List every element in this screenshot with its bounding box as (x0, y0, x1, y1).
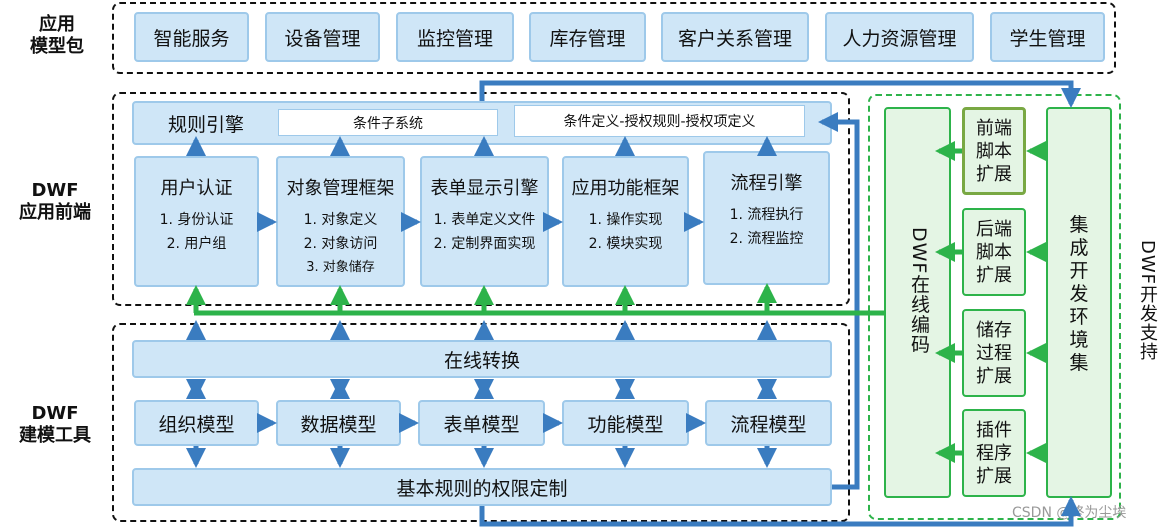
module-item: 2. 流程监控 (729, 231, 804, 247)
dev-support-frame (868, 94, 1121, 520)
module-title: 表单显示引擎 (430, 178, 539, 199)
app-packages-label: 应用 模型包 (30, 14, 84, 57)
module-item: 2. 模块实现 (588, 236, 663, 252)
integrated-dev-env-box[interactable]: 集 成 开 发 环 境 集 (1046, 107, 1112, 498)
extension-text: 扩展 (976, 365, 1012, 387)
module-form-display-engine[interactable]: 表单显示引擎 1. 表单定义文件 2. 定制界面实现 (420, 156, 549, 287)
model-organization[interactable]: 组织模型 (134, 400, 259, 446)
dev-env-to-extensions-arrows (1026, 141, 1046, 463)
module-item: 1. 表单定义文件 (433, 212, 536, 228)
online-conversion-bar[interactable]: 在线转换 (132, 340, 832, 378)
extension-text: 后端 (976, 218, 1012, 240)
extension-text: 扩展 (976, 163, 1012, 185)
package-device-management[interactable]: 设备管理 (265, 12, 380, 62)
model-workflow[interactable]: 流程模型 (705, 400, 832, 446)
extension-text: 过程 (976, 342, 1012, 364)
extension-text: 脚本 (976, 241, 1012, 263)
extension-text: 前端 (976, 117, 1012, 139)
module-item: 2. 用户组 (166, 236, 227, 252)
condition-subsystem-box[interactable]: 条件子系统 (278, 109, 498, 136)
model-form[interactable]: 表单模型 (418, 400, 545, 446)
module-item: 1. 身份认证 (159, 212, 234, 228)
module-title: 应用功能框架 (571, 178, 680, 199)
condition-definition-box[interactable]: 条件定义-授权规则-授权项定义 (514, 105, 805, 137)
package-smart-service[interactable]: 智能服务 (134, 12, 249, 62)
integrated-dev-env-label: 集 成 开 发 环 境 集 (1069, 214, 1089, 374)
module-object-management[interactable]: 对象管理框架 1. 对象定义 2. 对象访问 3. 对象储存 (276, 156, 405, 287)
module-item: 2. 对象访问 (303, 236, 378, 252)
extension-text: 脚本 (976, 140, 1012, 162)
package-inventory-management[interactable]: 库存管理 (529, 12, 646, 62)
module-title: 对象管理框架 (286, 178, 395, 199)
module-to-rule-engine-arrows (186, 136, 777, 156)
online-coding-box[interactable]: DWF在线编码 (884, 107, 951, 498)
extensions-to-online-coding-arrows (935, 141, 962, 463)
extension-text: 程序 (976, 442, 1012, 464)
extension-backend-script[interactable]: 后端 脚本 扩展 (962, 208, 1026, 296)
dev-support-label: DWF开发支持 (1137, 240, 1158, 362)
modeling-label: DWF 建模工具 (19, 403, 91, 446)
extension-text: 储存 (976, 319, 1012, 341)
model-data[interactable]: 数据模型 (276, 400, 401, 446)
rule-engine-label: 规则引擎 (168, 113, 245, 136)
package-crm[interactable]: 客户关系管理 (661, 12, 809, 62)
module-item: 3. 对象储存 (306, 260, 375, 275)
package-monitoring-management[interactable]: 监控管理 (396, 12, 514, 62)
conversion-to-modules-arrows (186, 320, 777, 340)
base-rules-to-dev-env-arrow (479, 496, 1081, 527)
base-rules-to-condition-arrow (818, 112, 860, 490)
rule-engine-to-dev-env-arrow (479, 80, 1081, 108)
module-item: 1. 操作实现 (588, 212, 663, 228)
package-hr-management[interactable]: 人力资源管理 (825, 12, 974, 62)
frontend-label: DWF 应用前端 (19, 180, 91, 223)
model-to-base-rules-arrows (186, 446, 777, 468)
module-user-auth[interactable]: 用户认证 1. 身份认证 2. 用户组 (134, 156, 259, 287)
model-function[interactable]: 功能模型 (562, 400, 689, 446)
module-title: 用户认证 (160, 178, 233, 199)
extension-text: 插件 (976, 419, 1012, 441)
module-item: 2. 定制界面实现 (433, 236, 536, 252)
extension-frontend-script[interactable]: 前端 脚本 扩展 (962, 107, 1026, 195)
module-app-function-framework[interactable]: 应用功能框架 1. 操作实现 2. 模块实现 (562, 156, 689, 287)
app-packages-frame (112, 2, 1116, 74)
green-bus-to-modules (186, 283, 884, 316)
extension-text: 扩展 (976, 465, 1012, 487)
module-title: 流程引擎 (730, 173, 803, 194)
extension-plugin-program[interactable]: 插件 程序 扩展 (962, 409, 1026, 497)
extension-text: 扩展 (976, 264, 1012, 286)
online-coding-label: DWF在线编码 (908, 227, 930, 355)
package-student-management[interactable]: 学生管理 (990, 12, 1105, 62)
module-item: 1. 流程执行 (729, 207, 804, 223)
module-workflow-engine[interactable]: 流程引擎 1. 流程执行 2. 流程监控 (703, 151, 830, 285)
extension-stored-procedure[interactable]: 储存 过程 扩展 (962, 309, 1026, 397)
base-rules-permission-bar[interactable]: 基本规则的权限定制 (132, 468, 832, 506)
module-item: 1. 对象定义 (303, 212, 378, 228)
model-conversion-double-arrows (186, 379, 777, 399)
